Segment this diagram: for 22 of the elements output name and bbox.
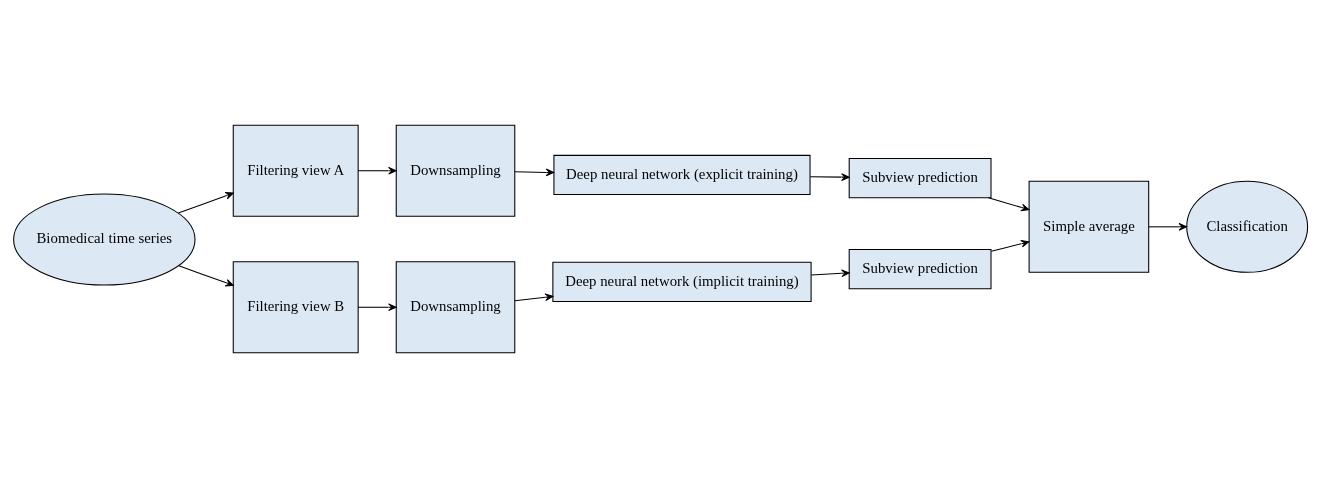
arrow (514, 168, 555, 176)
node-box: Deep neural network (implicit training) (552, 261, 812, 302)
arrow (514, 292, 554, 301)
node-box: Subview prediction (848, 248, 992, 289)
node-box: Downsampling (395, 124, 516, 217)
node-box: Deep neural network (explicit training) (553, 154, 811, 195)
arrow (810, 268, 850, 277)
node-ellipse: Biomedical time series (13, 193, 196, 286)
node-box: Simple average (1028, 180, 1150, 273)
node-box: Subview prediction (848, 157, 992, 198)
arrow (809, 172, 850, 181)
arrow (987, 196, 1030, 211)
node-box: Downsampling (395, 260, 516, 353)
arrow (357, 302, 397, 311)
arrow (357, 166, 397, 175)
node-ellipse: Classification (1186, 180, 1309, 273)
arrow (178, 264, 234, 286)
node-box: Filtering view A (232, 124, 359, 217)
arrow (177, 191, 234, 214)
arrow (1148, 222, 1187, 231)
node-box: Filtering view B (232, 260, 359, 353)
arrow (990, 239, 1030, 252)
